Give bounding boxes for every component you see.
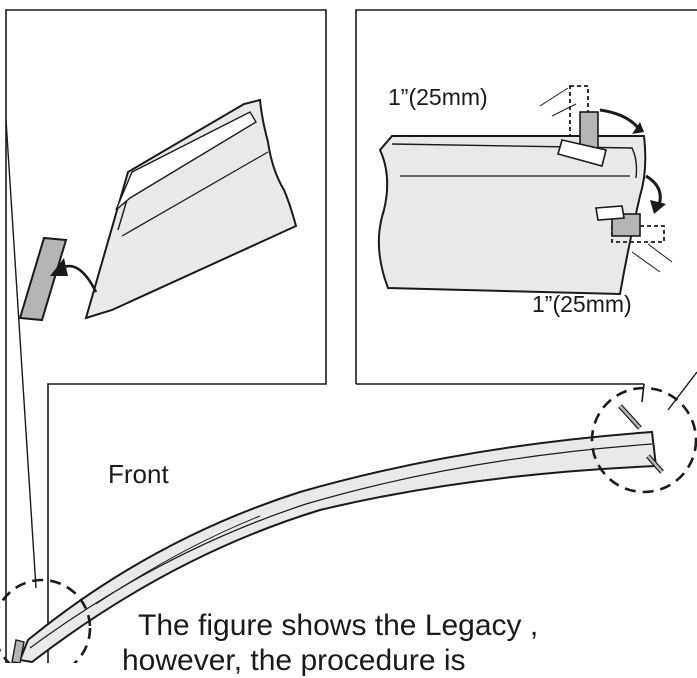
leader-line-left bbox=[5, 119, 37, 589]
tape-top-outline bbox=[569, 85, 589, 137]
dimension-label-top: 1”(25mm) bbox=[388, 84, 488, 110]
caption-line-1: The figure shows the Legacy , bbox=[138, 609, 539, 642]
tape-side bbox=[611, 213, 641, 237]
dim-line-bottom-a bbox=[631, 251, 661, 273]
tape-top-tab bbox=[557, 139, 607, 167]
apply-arrow-left-head bbox=[50, 258, 68, 276]
molding-end-window bbox=[115, 111, 257, 211]
dim-line-top-b bbox=[551, 103, 577, 117]
fold-arrow-side-head bbox=[650, 200, 666, 214]
right-frame-connector bbox=[641, 383, 645, 403]
front-label: Front bbox=[108, 459, 169, 489]
clip-rear-top-fill bbox=[619, 405, 641, 429]
fold-arrow-top-head bbox=[632, 122, 644, 134]
adhesive-tape-sheet bbox=[18, 236, 68, 322]
right-detail-panel-frame bbox=[355, 9, 697, 384]
tape-side-tab bbox=[595, 205, 625, 221]
molding-rear-top-edge bbox=[391, 143, 638, 179]
installation-diagram bbox=[0, 9, 697, 663]
dim-line-bottom-b bbox=[647, 243, 673, 263]
molding-end-detail bbox=[84, 98, 298, 320]
magnify-circle-rear bbox=[590, 386, 697, 494]
dimension-label-bottom: 1”(25mm) bbox=[532, 291, 632, 317]
dim-line-top-a bbox=[539, 87, 569, 107]
molding-end-crease bbox=[121, 151, 269, 237]
clip-rear-side-fill bbox=[647, 455, 663, 473]
molding-main-crease bbox=[95, 515, 261, 605]
left-detail-panel-frame bbox=[5, 9, 327, 663]
magnify-circle-front bbox=[0, 578, 92, 663]
caption-line-2: however, the procedure is bbox=[122, 644, 466, 677]
leader-line-right bbox=[667, 371, 697, 411]
fold-arrow-top bbox=[599, 108, 642, 131]
